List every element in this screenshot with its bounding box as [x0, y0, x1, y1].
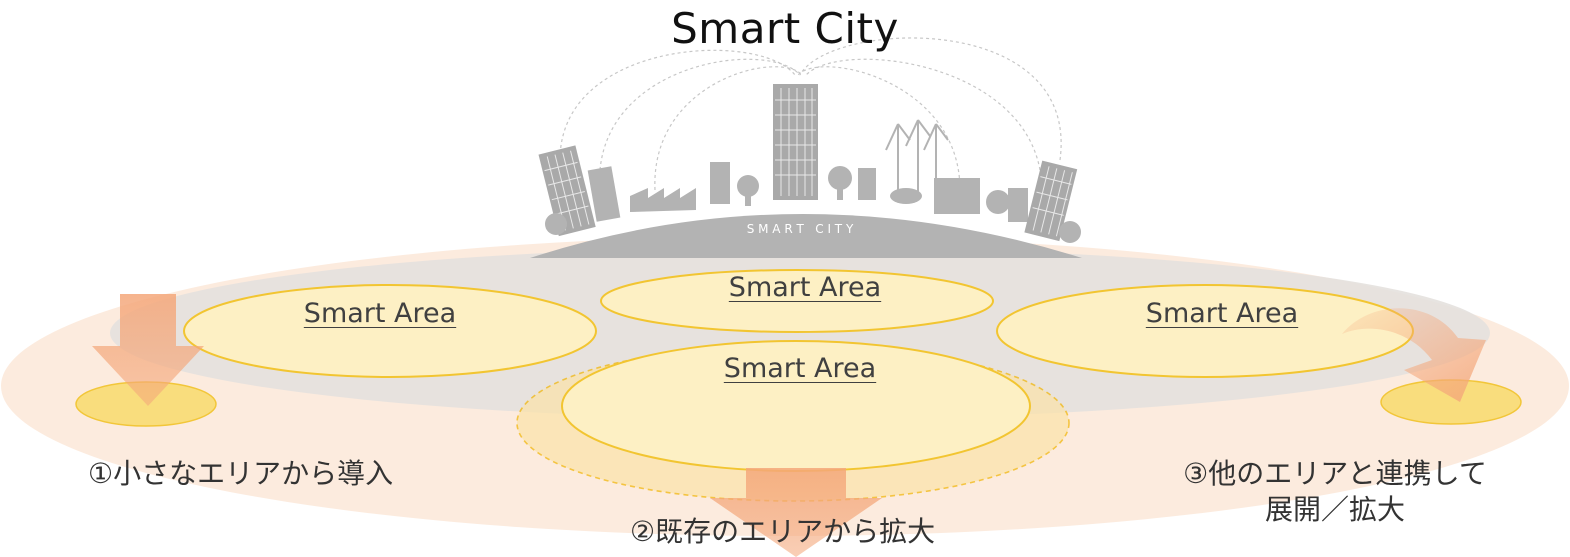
step3-label: ③他のエリアと連携して 展開／拡大	[1165, 456, 1505, 528]
smart-area-label-center: Smart Area	[723, 353, 877, 384]
skyline-text: S M A R T C I T Y	[747, 222, 854, 236]
expand-down-arrow	[710, 468, 882, 557]
cooperate-curved-arrow	[1342, 308, 1486, 402]
step3-line2: 展開／拡大	[1264, 493, 1405, 526]
step3-line1: ③他のエリアと連携して	[1183, 457, 1487, 490]
smart-area-label-right: Smart Area	[1145, 298, 1299, 329]
page-title: Smart City	[671, 4, 899, 53]
smart-area-label-top: Smart Area	[728, 272, 882, 303]
smart-area-top	[600, 269, 994, 333]
step1-label: ①小さなエリアから導入	[88, 457, 394, 490]
smart-city-illustration	[530, 37, 1082, 258]
introduce-down-arrow	[92, 294, 204, 406]
step2-label: ②既存のエリアから拡大	[630, 515, 936, 548]
smart-area-label-left: Smart Area	[303, 298, 457, 329]
smart-area-left	[183, 284, 597, 378]
